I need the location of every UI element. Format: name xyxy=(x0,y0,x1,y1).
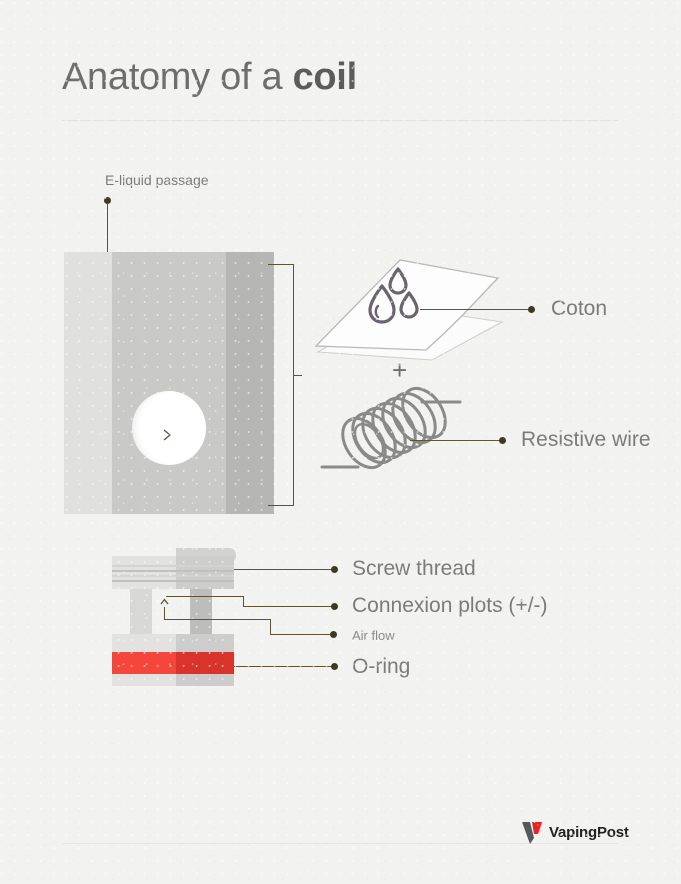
thread-line xyxy=(112,575,234,577)
label-coton: Coton xyxy=(551,297,608,320)
leader-dot-resistive-wire xyxy=(499,437,506,444)
leader-line-connexion-a xyxy=(166,596,244,597)
leader-dot-eliquid-passage xyxy=(104,197,111,204)
coil-body-diagram xyxy=(64,252,274,514)
leader-line-airflow-d xyxy=(270,634,332,635)
oring-band-shaded-half xyxy=(176,652,234,674)
vapingpost-logo[interactable]: VapingPost xyxy=(521,821,629,847)
leader-dot-connexion-plots xyxy=(331,603,338,610)
leader-line-oring xyxy=(234,666,333,667)
leader-line-airflow-b xyxy=(164,619,271,620)
leader-line-airflow-c xyxy=(270,619,271,635)
label-air-flow: Air flow xyxy=(352,628,395,643)
footer-divider xyxy=(62,843,618,844)
cotton-sheet-illustration xyxy=(314,259,504,361)
label-oring: O-ring xyxy=(352,655,411,678)
arrow-up-icon xyxy=(160,598,169,605)
plus-operator: + xyxy=(392,355,408,385)
coil-body-front-face xyxy=(112,252,226,514)
thread-line xyxy=(112,570,234,572)
page-title-emphasis: coil xyxy=(292,56,358,98)
bracket-top-arm xyxy=(268,264,294,265)
cotton-sheet-upper xyxy=(314,259,500,351)
coil-body-left-face xyxy=(64,252,112,514)
coil-body-right-face xyxy=(226,252,274,514)
header-divider xyxy=(62,120,618,121)
page-title-prefix: Anatomy of a xyxy=(62,56,293,98)
water-drops-icon xyxy=(368,267,419,324)
leader-line-screw-thread xyxy=(234,569,333,570)
arrow-right-icon xyxy=(163,429,172,441)
vapingpost-logo-mark xyxy=(522,822,542,844)
leader-dot-oring xyxy=(331,663,338,670)
coil-base-diagram xyxy=(104,548,241,686)
leader-dot-screw-thread xyxy=(331,566,338,573)
thread-line xyxy=(112,580,234,582)
bracket-spine xyxy=(293,264,294,506)
eliquid-passage-hole xyxy=(132,391,206,465)
leader-dot-coton xyxy=(528,306,535,313)
assembly-bracket xyxy=(268,264,302,506)
bracket-center-tick xyxy=(294,375,302,376)
label-eliquid-passage: E-liquid passage xyxy=(105,172,209,188)
vapingpost-logo-text: VapingPost xyxy=(549,824,629,841)
label-screw-thread: Screw thread xyxy=(352,557,476,580)
leader-line-resistive-wire xyxy=(410,440,500,441)
resistive-wire-illustration xyxy=(320,386,462,470)
leader-line-connexion-b xyxy=(243,596,244,607)
label-resistive-wire: Resistive wire xyxy=(521,428,651,451)
bracket-bottom-arm xyxy=(268,505,294,506)
connexion-post-right xyxy=(190,589,212,634)
connexion-post-left xyxy=(130,589,152,634)
leader-line-airflow-a xyxy=(164,607,165,620)
leader-dot-airflow xyxy=(330,631,337,638)
label-connexion-plots: Connexion plots (+/-) xyxy=(352,594,548,617)
page-title: Anatomy of a coil xyxy=(62,56,357,99)
leader-line-coton xyxy=(420,309,530,310)
leader-line-connexion-c xyxy=(243,606,333,607)
thread-line xyxy=(112,565,234,567)
cap-shaded-half xyxy=(176,556,234,589)
